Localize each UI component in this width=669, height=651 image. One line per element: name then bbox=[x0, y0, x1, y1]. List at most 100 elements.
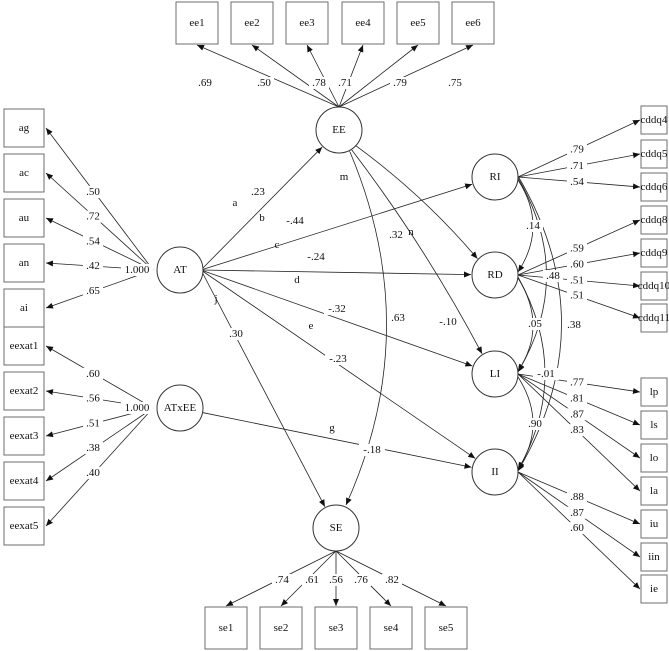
indicator-ee6: ee6 bbox=[451, 1, 495, 45]
loading-label-cddq6: .54 bbox=[570, 176, 584, 188]
indicator-ls: ls bbox=[640, 410, 668, 440]
path-coef-m-bg bbox=[386, 229, 406, 241]
indicator-box bbox=[640, 509, 668, 539]
indicator-label-eexat2: eexat2 bbox=[10, 385, 39, 397]
indicator-box bbox=[640, 476, 668, 506]
indicator-eexat1: eexat1 bbox=[3, 326, 45, 366]
indicator-label-ee1: ee1 bbox=[189, 17, 204, 29]
latent-factor-rd: RD bbox=[471, 251, 519, 299]
indicator-label-ee2: ee2 bbox=[244, 17, 259, 29]
indicator-au: au bbox=[3, 198, 45, 238]
latent-circle bbox=[471, 251, 519, 299]
loading-label-ie: .60 bbox=[570, 522, 584, 534]
loading-label-cddq9-bg bbox=[567, 258, 587, 271]
path-coef-b: -.44 bbox=[286, 215, 304, 227]
indicator-box bbox=[640, 542, 668, 572]
indicator-label-cddq4: cddq4 bbox=[641, 114, 668, 126]
indicator-cddq5: cddq5 bbox=[640, 139, 668, 169]
latent-factor-ri: RI bbox=[471, 153, 519, 201]
path-coef-e-bg bbox=[325, 353, 351, 365]
loading-label-cddq5: .71 bbox=[570, 160, 584, 172]
loading-label-ee4: .71 bbox=[338, 77, 352, 89]
covariance-arc-ri-ii bbox=[511, 168, 562, 472]
loading-label-ee4-bg bbox=[335, 77, 355, 89]
covariance-label-rd-li-bg bbox=[525, 318, 545, 330]
labels-layer: .50.72.54.42.651.000.60.56.51.38.401.000… bbox=[83, 77, 587, 586]
indicator-cddq8: cddq8 bbox=[640, 205, 668, 235]
loading-label-lp: .77 bbox=[570, 377, 584, 389]
path-label-g: g bbox=[329, 422, 335, 434]
covariance-label-ee-se: .63 bbox=[391, 312, 405, 324]
covariance-label-rd-ii: -.01 bbox=[537, 368, 554, 380]
indicator-label-se4: se4 bbox=[384, 622, 399, 634]
loading-arrow-ee-ee3 bbox=[306, 44, 340, 108]
loading-label-cddq9: .60 bbox=[570, 258, 584, 270]
loading-label-cddq6-bg bbox=[567, 175, 587, 188]
loading-label-ee6-bg bbox=[445, 77, 465, 89]
indicator-label-ie: ie bbox=[650, 583, 658, 595]
indicator-label-iin: iin bbox=[648, 551, 660, 563]
path-label-n: n bbox=[408, 226, 414, 238]
indicator-label-cddq5: cddq5 bbox=[641, 148, 668, 160]
indicator-box bbox=[3, 288, 45, 328]
loading-label-ee1-bg bbox=[195, 77, 215, 89]
path-coef-c: -.24 bbox=[307, 251, 325, 263]
indicator-box bbox=[640, 238, 668, 268]
covariance-label-ri-li-bg bbox=[543, 270, 563, 282]
path-coef-g: -.18 bbox=[363, 444, 381, 456]
variance-label-at: 1.000 bbox=[125, 264, 150, 276]
indicator-se3: se3 bbox=[314, 606, 358, 650]
loading-label-cddq10: .51 bbox=[570, 274, 584, 286]
indicator-iu: iu bbox=[640, 509, 668, 539]
indicator-eexat4: eexat4 bbox=[3, 461, 45, 501]
latent-label-ii: II bbox=[491, 466, 499, 478]
indicator-box bbox=[640, 443, 668, 473]
latent-circle bbox=[315, 106, 363, 154]
indicator-eexat3: eexat3 bbox=[3, 416, 45, 456]
loading-label-ac: .72 bbox=[86, 211, 100, 223]
covariance-label-li-ii: .90 bbox=[528, 418, 542, 430]
indicator-box bbox=[424, 606, 468, 650]
indicator-se5: se5 bbox=[424, 606, 468, 650]
loading-label-la: .83 bbox=[570, 424, 584, 436]
indicator-cddq9: cddq9 bbox=[640, 238, 668, 268]
nodes-layer: ATATxEEEESERIRDLIIIagacauanaieexat1eexat… bbox=[3, 1, 669, 650]
latent-circle bbox=[312, 504, 360, 552]
path-coef-g-bg bbox=[359, 444, 385, 456]
indicator-label-ee6: ee6 bbox=[465, 17, 481, 29]
indicator-box bbox=[640, 105, 668, 135]
path-arrow-ee-rd bbox=[355, 145, 478, 259]
path-label-c: c bbox=[275, 239, 280, 251]
path-coef-b-bg bbox=[282, 215, 308, 227]
loading-label-lo: .87 bbox=[570, 408, 584, 420]
indicator-label-se1: se1 bbox=[219, 622, 234, 634]
loading-label-ee5: .79 bbox=[393, 77, 407, 89]
indicator-label-iu: iu bbox=[650, 518, 659, 530]
loading-label-se2: .61 bbox=[305, 574, 319, 586]
indicator-box bbox=[3, 198, 45, 238]
path-coef-d: -.32 bbox=[328, 303, 345, 315]
path-arrow-atxee-ii bbox=[202, 412, 472, 469]
indicator-box bbox=[341, 1, 385, 45]
covariance-label-ri-ii: .38 bbox=[567, 319, 581, 331]
indicator-label-ee3: ee3 bbox=[299, 17, 315, 29]
indicator-label-an: an bbox=[19, 257, 30, 269]
indicator-cddq6: cddq6 bbox=[640, 172, 668, 202]
path-label-d: d bbox=[294, 274, 300, 286]
indicator-ee4: ee4 bbox=[341, 1, 385, 45]
loading-label-ie-bg bbox=[567, 522, 587, 535]
covariance-label-rd-ii-bg bbox=[533, 368, 559, 380]
path-label-e: e bbox=[309, 320, 314, 332]
covariance-label-ee-se-bg bbox=[388, 312, 408, 324]
loading-label-ag: .50 bbox=[86, 186, 100, 198]
indicator-box bbox=[314, 606, 358, 650]
indicator-se2: se2 bbox=[259, 606, 303, 650]
path-coef-c-bg bbox=[303, 251, 329, 263]
loading-arrow-ee-ee6 bbox=[338, 44, 474, 108]
latent-factor-ii: II bbox=[471, 448, 519, 496]
loading-label-ai-bg bbox=[83, 284, 104, 297]
indicator-an: an bbox=[3, 243, 45, 283]
indicator-box bbox=[640, 410, 668, 440]
latent-label-li: LI bbox=[490, 368, 501, 380]
path-coef-d-bg bbox=[324, 303, 350, 315]
